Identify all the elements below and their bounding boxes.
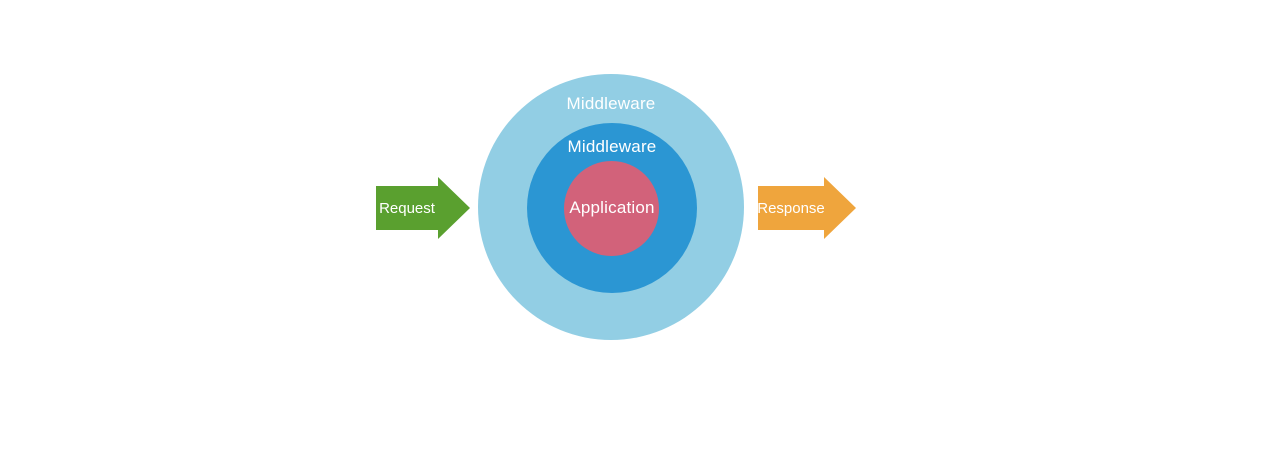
inner-middleware-label: Middleware — [567, 137, 657, 156]
response-arrow-label: Response — [757, 199, 825, 217]
request-arrow-head — [438, 177, 470, 239]
application-label: Application — [569, 198, 655, 217]
application-circle — [564, 161, 659, 256]
request-arrow-label: Request — [379, 199, 435, 217]
response-arrow-head — [824, 177, 856, 239]
outer-middleware-label: Middleware — [566, 94, 656, 113]
response-arrow-body: Response — [757, 186, 825, 230]
response-arrow: Response — [757, 177, 856, 239]
request-arrow: Request — [376, 177, 470, 239]
request-arrow-body: Request — [376, 186, 438, 230]
